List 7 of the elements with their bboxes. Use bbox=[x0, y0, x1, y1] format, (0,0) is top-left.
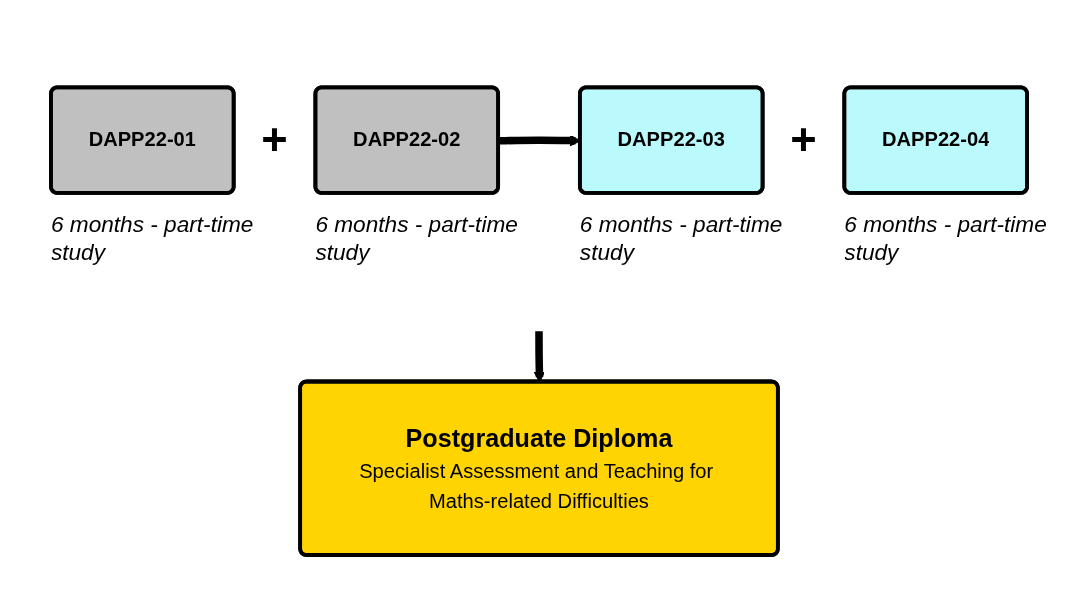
duration-caption: 6 months - part-time study bbox=[315, 210, 519, 266]
duration-caption: 6 months - part-time study bbox=[579, 210, 784, 266]
duration-caption: 6 months - part-time study bbox=[844, 210, 1048, 266]
arrow bbox=[498, 135, 581, 147]
plus-sign: + bbox=[261, 114, 288, 166]
plus-sign: + bbox=[790, 114, 817, 166]
duration-caption: 6 months - part-time study bbox=[50, 210, 255, 266]
